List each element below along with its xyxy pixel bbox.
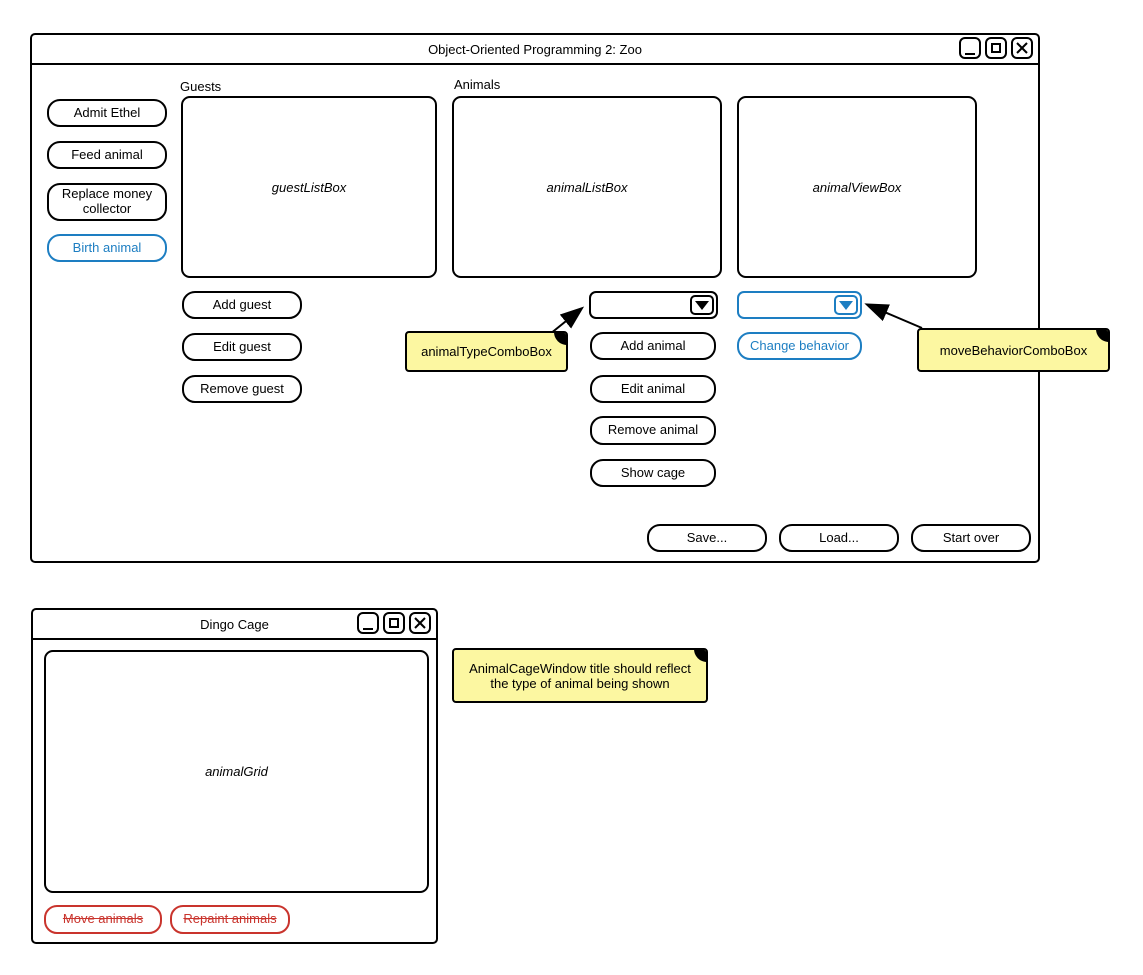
animal-type-combobox-note: animalTypeComboBox: [405, 331, 568, 372]
cage-window-title: Dingo Cage: [200, 616, 269, 632]
note-fold-icon: [1096, 330, 1108, 342]
minimize-button[interactable]: [959, 37, 981, 59]
close-icon: [414, 617, 426, 629]
main-window-title: Object-Oriented Programming 2: Zoo: [428, 41, 642, 57]
note-text: animalTypeComboBox: [421, 344, 552, 359]
close-button[interactable]: [409, 612, 431, 634]
replace-money-collector-button[interactable]: Replace money collector: [47, 183, 167, 221]
maximize-icon: [389, 618, 399, 628]
chevron-down-icon: [695, 300, 709, 310]
save-button[interactable]: Save...: [647, 524, 767, 552]
cage-window-controls: [357, 612, 431, 634]
combobox-dropdown-button[interactable]: [690, 295, 714, 315]
animal-listbox[interactable]: animalListBox: [452, 96, 722, 278]
minimize-button[interactable]: [357, 612, 379, 634]
minimize-icon: [965, 43, 975, 55]
feed-animal-button[interactable]: Feed animal: [47, 141, 167, 169]
combobox-dropdown-button[interactable]: [834, 295, 858, 315]
note-fold-icon: [554, 333, 566, 345]
cage-window-note: AnimalCageWindow title should reflect th…: [452, 648, 708, 703]
maximize-button[interactable]: [383, 612, 405, 634]
animal-cage-window: Dingo Cage animalGrid Move animals Repai…: [31, 608, 438, 944]
move-behavior-combobox-note: moveBehaviorComboBox: [917, 328, 1110, 372]
remove-animal-button[interactable]: Remove animal: [590, 416, 716, 445]
admit-ethel-button[interactable]: Admit Ethel: [47, 99, 167, 127]
main-window: Object-Oriented Programming 2: Zoo Admit…: [30, 33, 1040, 563]
main-window-controls: [959, 37, 1033, 59]
animals-section-label: Animals: [454, 77, 501, 92]
remove-guest-button[interactable]: Remove guest: [182, 375, 302, 403]
minimize-icon: [363, 618, 373, 630]
maximize-icon: [991, 43, 1001, 53]
repaint-animals-button[interactable]: Repaint animals: [170, 905, 290, 934]
change-behavior-button[interactable]: Change behavior: [737, 332, 862, 360]
animal-viewbox[interactable]: animalViewBox: [737, 96, 977, 278]
edit-guest-button[interactable]: Edit guest: [182, 333, 302, 361]
main-window-titlebar: Object-Oriented Programming 2: Zoo: [32, 35, 1038, 65]
start-over-button[interactable]: Start over: [911, 524, 1031, 552]
show-cage-button[interactable]: Show cage: [590, 459, 716, 487]
note-text: moveBehaviorComboBox: [939, 342, 1088, 358]
birth-animal-button[interactable]: Birth animal: [47, 234, 167, 262]
edit-animal-button[interactable]: Edit animal: [590, 375, 716, 403]
add-guest-button[interactable]: Add guest: [182, 291, 302, 319]
cage-window-titlebar: Dingo Cage: [33, 610, 436, 640]
close-button[interactable]: [1011, 37, 1033, 59]
animal-type-combobox[interactable]: [589, 291, 718, 319]
close-icon: [1016, 42, 1028, 54]
add-animal-button[interactable]: Add animal: [590, 332, 716, 360]
load-button[interactable]: Load...: [779, 524, 899, 552]
guest-listbox[interactable]: guestListBox: [181, 96, 437, 278]
note-text: AnimalCageWindow title should reflect th…: [469, 660, 691, 691]
move-animals-button[interactable]: Move animals: [44, 905, 162, 934]
maximize-button[interactable]: [985, 37, 1007, 59]
animal-grid[interactable]: animalGrid: [44, 650, 429, 893]
guests-section-label: Guests: [180, 79, 222, 94]
chevron-down-icon: [839, 300, 853, 310]
move-behavior-combobox[interactable]: [737, 291, 862, 319]
